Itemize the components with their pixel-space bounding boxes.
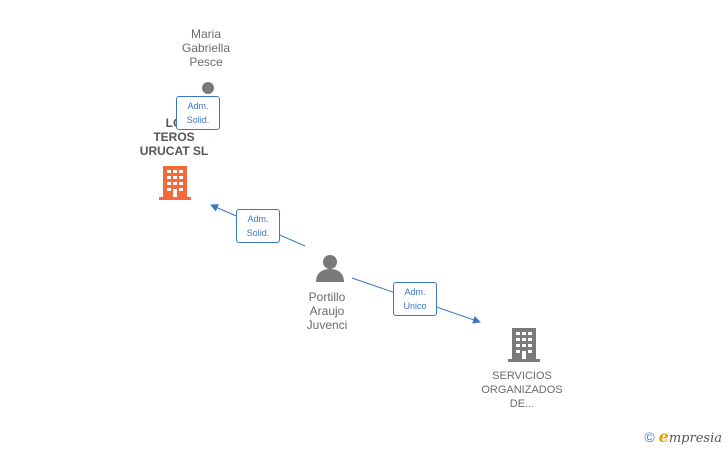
copyright-icon: © — [644, 428, 655, 445]
building-icon — [159, 166, 191, 200]
role-badge-maria[interactable]: Adm. Solid. — [176, 96, 220, 130]
brand-name: mpresia — [668, 431, 722, 446]
person-icon — [316, 255, 344, 282]
role-badge-portillo-company[interactable]: Adm. Solid. — [236, 209, 280, 243]
person-icon — [202, 82, 214, 94]
brand-logo[interactable]: empresia — [659, 427, 722, 446]
node-maria-name: Maria Gabriella Pesce — [181, 27, 231, 69]
footer-brand: © empresia — [644, 427, 722, 446]
building-icon — [508, 328, 540, 362]
role-badge-portillo-servicios[interactable]: Adm. Unico — [393, 282, 437, 316]
brand-initial: e — [658, 427, 669, 446]
node-servicios-name: SERVICIOS ORGANIZADOS DE... — [481, 370, 563, 410]
node-portillo-name: Portillo Araujo Juvenci — [306, 290, 348, 332]
node-company-main-name: LO TEROS URUCAT SL — [139, 116, 209, 158]
